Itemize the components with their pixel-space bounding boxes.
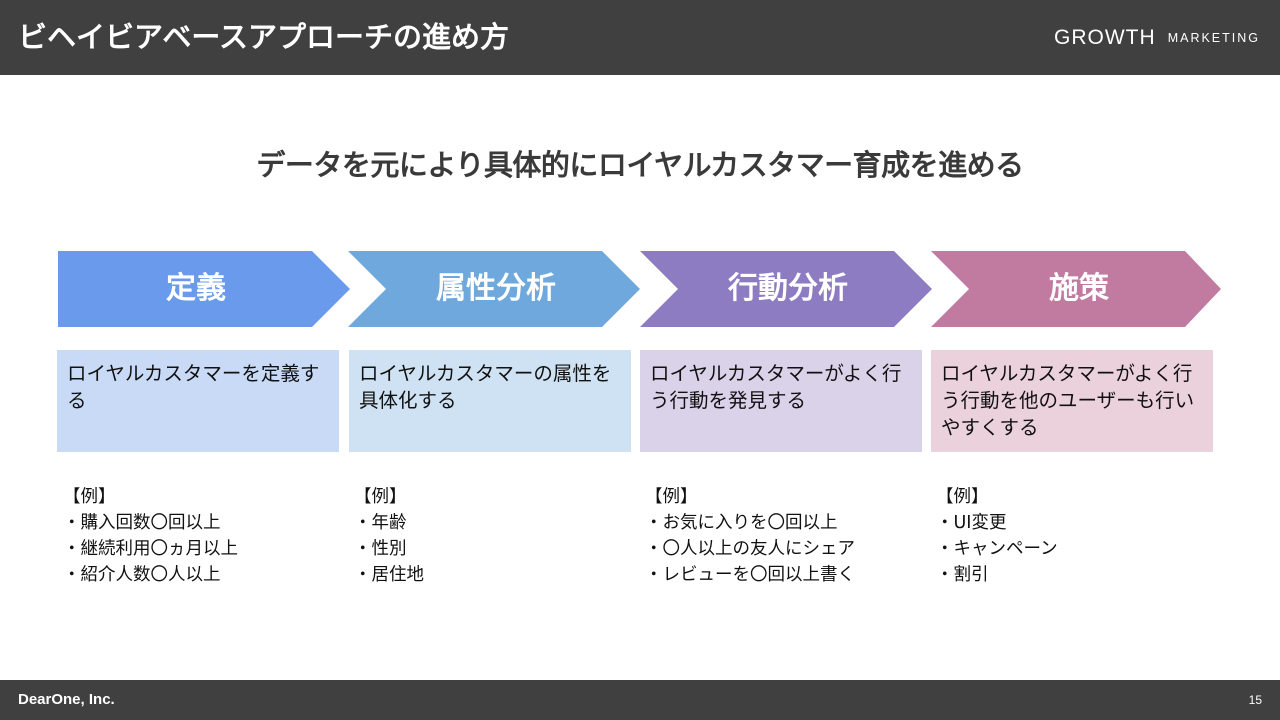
step-label: 定義 [166, 271, 226, 306]
logo-brand-text: GROWTH [1054, 26, 1156, 49]
step-label: 属性分析 [436, 271, 556, 306]
step-examples: 【例】 ・UI変更 ・キャンペーン ・割引 [936, 484, 1218, 588]
step-chevron-measures: 施策 [931, 251, 1223, 327]
slide-title: ビヘイビアベースアプローチの進め方 [18, 20, 509, 54]
slide-subtitle: データを元により具体的にロイヤルカスタマー育成を進める [256, 148, 1024, 182]
example-item: ・キャンペーン [936, 539, 1058, 559]
chevron-arrow-shape [348, 251, 640, 327]
chevron-arrow-shape [58, 251, 350, 327]
company-name: DearOne, Inc. [18, 691, 115, 708]
page-number: 15 [1248, 693, 1262, 707]
step-examples: 【例】 ・年齢 ・性別 ・居住地 [354, 484, 636, 588]
example-item: ・継続利用〇ヵ月以上 [63, 539, 238, 559]
growth-marketing-logo: GROWTH MARKETING [1054, 18, 1260, 58]
step-description-box: ロイヤルカスタマーがよく行う行動を他のユーザーも行いやすくする [931, 350, 1213, 452]
example-heading: 【例】 [63, 487, 116, 507]
slide-header: ビヘイビアベースアプローチの進め方 GROWTH MARKETING [0, 0, 1280, 75]
example-item: ・購入回数〇回以上 [63, 513, 221, 533]
logo-sub-text: MARKETING [1167, 31, 1260, 45]
slide-footer: DearOne, Inc. 15 [0, 680, 1280, 720]
step-examples: 【例】 ・お気に入りを〇回以上 ・〇人以上の友人にシェア ・レビューを〇回以上書… [645, 484, 927, 588]
step-chevron-behavior-analysis: 行動分析 [640, 251, 932, 327]
step-examples: 【例】 ・購入回数〇回以上 ・継続利用〇ヵ月以上 ・紹介人数〇人以上 [63, 484, 345, 588]
step-description-box: ロイヤルカスタマーがよく行う行動を発見する [640, 350, 922, 452]
example-heading: 【例】 [936, 487, 989, 507]
example-item: ・割引 [936, 565, 989, 585]
example-item: ・紹介人数〇人以上 [63, 565, 221, 585]
step-chevron-attribute-analysis: 属性分析 [348, 251, 640, 327]
example-item: ・UI変更 [936, 513, 1007, 533]
example-item: ・レビューを〇回以上書く [645, 565, 855, 585]
example-heading: 【例】 [354, 487, 407, 507]
example-item: ・年齢 [354, 513, 407, 533]
chevron-arrow-shape [640, 251, 932, 327]
step-chevron-definition: 定義 [58, 251, 350, 327]
example-item: ・居住地 [354, 565, 424, 585]
example-heading: 【例】 [645, 487, 698, 507]
example-item: ・お気に入りを〇回以上 [645, 513, 838, 533]
chevron-arrow-shape [931, 251, 1221, 327]
step-description-box: ロイヤルカスタマーの属性を具体化する [349, 350, 631, 452]
step-label: 行動分析 [728, 271, 848, 306]
example-item: ・性別 [354, 539, 407, 559]
example-item: ・〇人以上の友人にシェア [645, 539, 855, 559]
step-description-box: ロイヤルカスタマーを定義する [57, 350, 339, 452]
step-label: 施策 [1049, 271, 1109, 306]
